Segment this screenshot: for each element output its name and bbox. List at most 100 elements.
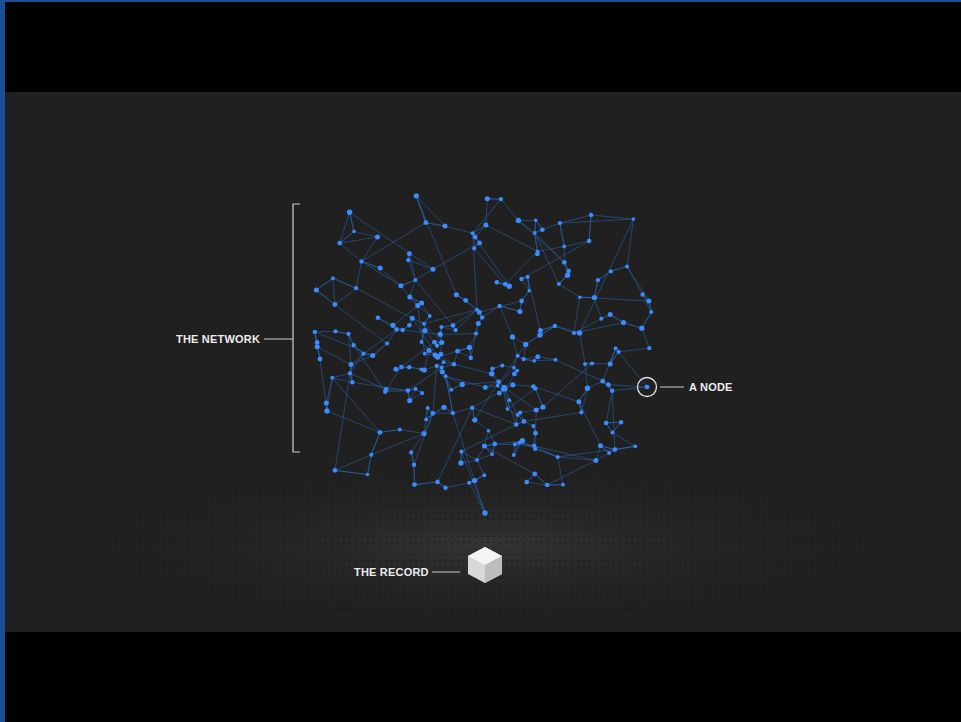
network-node bbox=[424, 418, 428, 422]
network-node bbox=[473, 235, 478, 240]
network-link bbox=[473, 199, 501, 233]
network-link bbox=[415, 482, 438, 485]
network-link bbox=[350, 212, 433, 269]
network-link bbox=[363, 330, 396, 354]
network-node bbox=[503, 387, 508, 392]
network-node bbox=[455, 349, 460, 354]
network-node bbox=[451, 323, 456, 328]
network-node bbox=[407, 323, 412, 328]
network-node bbox=[439, 352, 444, 357]
network-link bbox=[535, 389, 543, 407]
network-node bbox=[526, 275, 530, 279]
network-node bbox=[349, 362, 354, 367]
network-node bbox=[596, 278, 600, 282]
network-link bbox=[475, 382, 499, 420]
network-link bbox=[472, 389, 505, 408]
network-node bbox=[472, 417, 477, 422]
network-node bbox=[567, 269, 571, 273]
network-link bbox=[504, 387, 536, 410]
network-node bbox=[428, 314, 432, 318]
network-node bbox=[482, 444, 487, 449]
network-node bbox=[351, 343, 355, 347]
network-link bbox=[556, 360, 603, 381]
network-node bbox=[535, 354, 540, 359]
network-link bbox=[475, 237, 509, 286]
network-node bbox=[497, 391, 502, 396]
network-link bbox=[446, 483, 470, 488]
network-node bbox=[383, 390, 387, 394]
network-link bbox=[326, 378, 332, 403]
network-node bbox=[483, 223, 488, 228]
network-node bbox=[576, 399, 581, 404]
network-node bbox=[315, 340, 320, 345]
network-link bbox=[416, 196, 456, 295]
network-node bbox=[587, 239, 592, 244]
network-node bbox=[506, 407, 510, 411]
network-node bbox=[348, 371, 352, 375]
network-node bbox=[463, 298, 468, 303]
network-node bbox=[613, 447, 618, 452]
network-node bbox=[533, 386, 537, 390]
network-node bbox=[497, 304, 501, 308]
network-node bbox=[522, 357, 526, 361]
network-link bbox=[581, 388, 587, 412]
network-link bbox=[484, 446, 534, 474]
network-link bbox=[380, 430, 400, 433]
network-node bbox=[649, 310, 653, 314]
network-link bbox=[535, 389, 543, 407]
network-node bbox=[558, 221, 562, 225]
network-link bbox=[335, 470, 368, 474]
network-node bbox=[482, 510, 487, 515]
bracket bbox=[293, 204, 300, 452]
network-node bbox=[639, 326, 644, 331]
network-link bbox=[518, 221, 564, 263]
network-node bbox=[421, 431, 426, 436]
network-link bbox=[352, 382, 408, 390]
network-link bbox=[356, 288, 412, 318]
network-link bbox=[513, 337, 518, 356]
network-link bbox=[612, 387, 647, 391]
network-link bbox=[415, 482, 438, 485]
network-link bbox=[445, 226, 473, 233]
network-node bbox=[535, 251, 540, 256]
network-link bbox=[415, 269, 433, 280]
network-node bbox=[621, 320, 626, 325]
network-node bbox=[507, 398, 511, 402]
network-node bbox=[337, 241, 342, 246]
network-node bbox=[393, 367, 398, 372]
network-link bbox=[469, 475, 484, 483]
network-link bbox=[424, 310, 477, 324]
network-node bbox=[412, 482, 417, 487]
network-node bbox=[435, 480, 440, 485]
network-link bbox=[400, 430, 424, 434]
network-node bbox=[426, 406, 430, 410]
network-link bbox=[560, 223, 564, 246]
stage-panel bbox=[5, 92, 961, 632]
network-link bbox=[624, 323, 642, 329]
network-node bbox=[318, 357, 323, 362]
network-link bbox=[535, 220, 536, 233]
network-node bbox=[561, 483, 565, 487]
network-node bbox=[583, 362, 587, 366]
network-link bbox=[340, 243, 362, 261]
network-node bbox=[585, 386, 590, 391]
network-node bbox=[419, 301, 424, 306]
network-node bbox=[517, 309, 522, 314]
network-node bbox=[499, 197, 503, 201]
network-link bbox=[558, 457, 596, 460]
network-node bbox=[440, 369, 445, 374]
network-link bbox=[403, 330, 441, 334]
network-node bbox=[513, 442, 517, 446]
network-link bbox=[456, 295, 477, 310]
network-node bbox=[394, 327, 398, 331]
network-node bbox=[495, 280, 500, 285]
network-link bbox=[414, 465, 416, 485]
network-node bbox=[333, 329, 337, 333]
network-link bbox=[368, 455, 372, 475]
network-link bbox=[327, 378, 332, 411]
network-node bbox=[422, 328, 427, 333]
network-link bbox=[371, 434, 424, 455]
network-link bbox=[616, 348, 647, 387]
network-node bbox=[414, 193, 419, 198]
node-label: A NODE bbox=[689, 381, 733, 394]
